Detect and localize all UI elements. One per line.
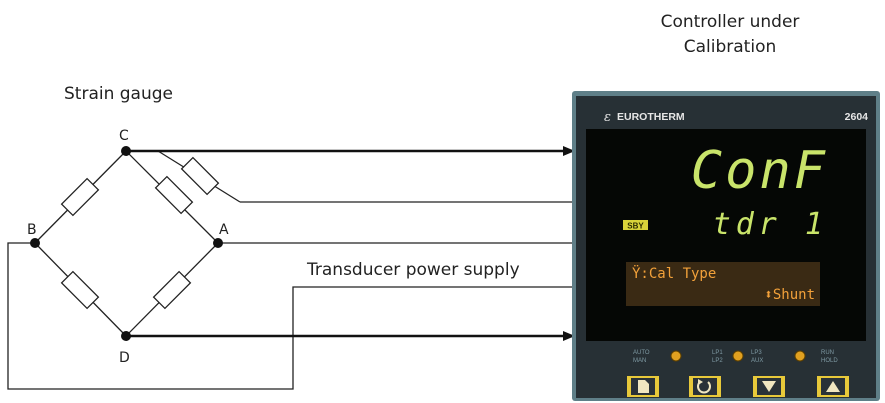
node-b-label: B	[27, 222, 37, 238]
resistor-shunt	[180, 156, 220, 196]
controller-brand: EUROTHERM	[617, 111, 685, 123]
signal-arrows	[126, 146, 575, 341]
led-label-lp3: LP3	[751, 350, 762, 356]
resistor-cb	[60, 177, 100, 217]
controller-caption-line2: Calibration	[684, 37, 777, 57]
node-a-label: A	[219, 222, 229, 238]
wire-b-loop	[7, 242, 577, 390]
led-label-lp1: LP1	[712, 350, 723, 356]
led-label-lp2: LP2	[712, 358, 723, 364]
message-panel	[626, 262, 820, 306]
controller-caption-line1: Controller under	[661, 12, 800, 32]
transducer-power-label: Transducer power supply	[306, 260, 520, 280]
led-label-auto: AUTO	[633, 350, 650, 356]
up-button[interactable]	[817, 376, 849, 397]
node-d-label: D	[119, 350, 130, 366]
page-icon	[638, 380, 649, 393]
message-line-1: Ÿ:Cal Type	[632, 264, 716, 282]
standby-badge-bg	[623, 220, 648, 230]
eurotherm-logo-icon: ε	[604, 110, 611, 125]
node-d-dot	[121, 331, 131, 341]
page-button[interactable]	[627, 376, 659, 397]
led-row: AUTO MAN LP1 LP2 LP3 AUX RUN HOLD	[633, 350, 838, 364]
controller-unit: ε EUROTHERM 2604 ConF SBY tdr 1 Ÿ:Cal Ty…	[572, 91, 880, 401]
resistors	[60, 156, 220, 310]
led-label-man: MAN	[633, 358, 646, 364]
scroll-button[interactable]	[689, 376, 721, 397]
bridge-nodes	[30, 146, 223, 341]
led-lp-icon	[732, 350, 744, 362]
down-button[interactable]	[753, 376, 785, 397]
node-c-dot	[121, 146, 131, 156]
led-label-run: RUN	[821, 350, 834, 356]
node-a-dot	[213, 238, 223, 248]
node-b-dot	[30, 238, 40, 248]
resistor-bd	[60, 270, 100, 310]
strain-gauge-label: Strain gauge	[64, 84, 173, 104]
down-arrow-icon	[762, 381, 776, 392]
scroll-icon	[697, 381, 711, 394]
led-auto-man-icon	[670, 350, 682, 362]
led-label-aux: AUX	[751, 358, 763, 364]
controller-model: 2604	[845, 111, 869, 123]
message-line-2: ⬍Shunt	[764, 287, 815, 303]
node-c-label: C	[119, 128, 129, 144]
up-arrow-icon	[826, 381, 840, 392]
resistor-ac	[154, 175, 194, 215]
standby-badge: SBY	[627, 222, 644, 231]
led-run-hold-icon	[794, 350, 806, 362]
led-label-hold: HOLD	[821, 358, 838, 364]
sub-display: tdr 1	[713, 207, 828, 242]
main-display: ConF	[691, 141, 828, 201]
resistor-da	[152, 270, 192, 310]
